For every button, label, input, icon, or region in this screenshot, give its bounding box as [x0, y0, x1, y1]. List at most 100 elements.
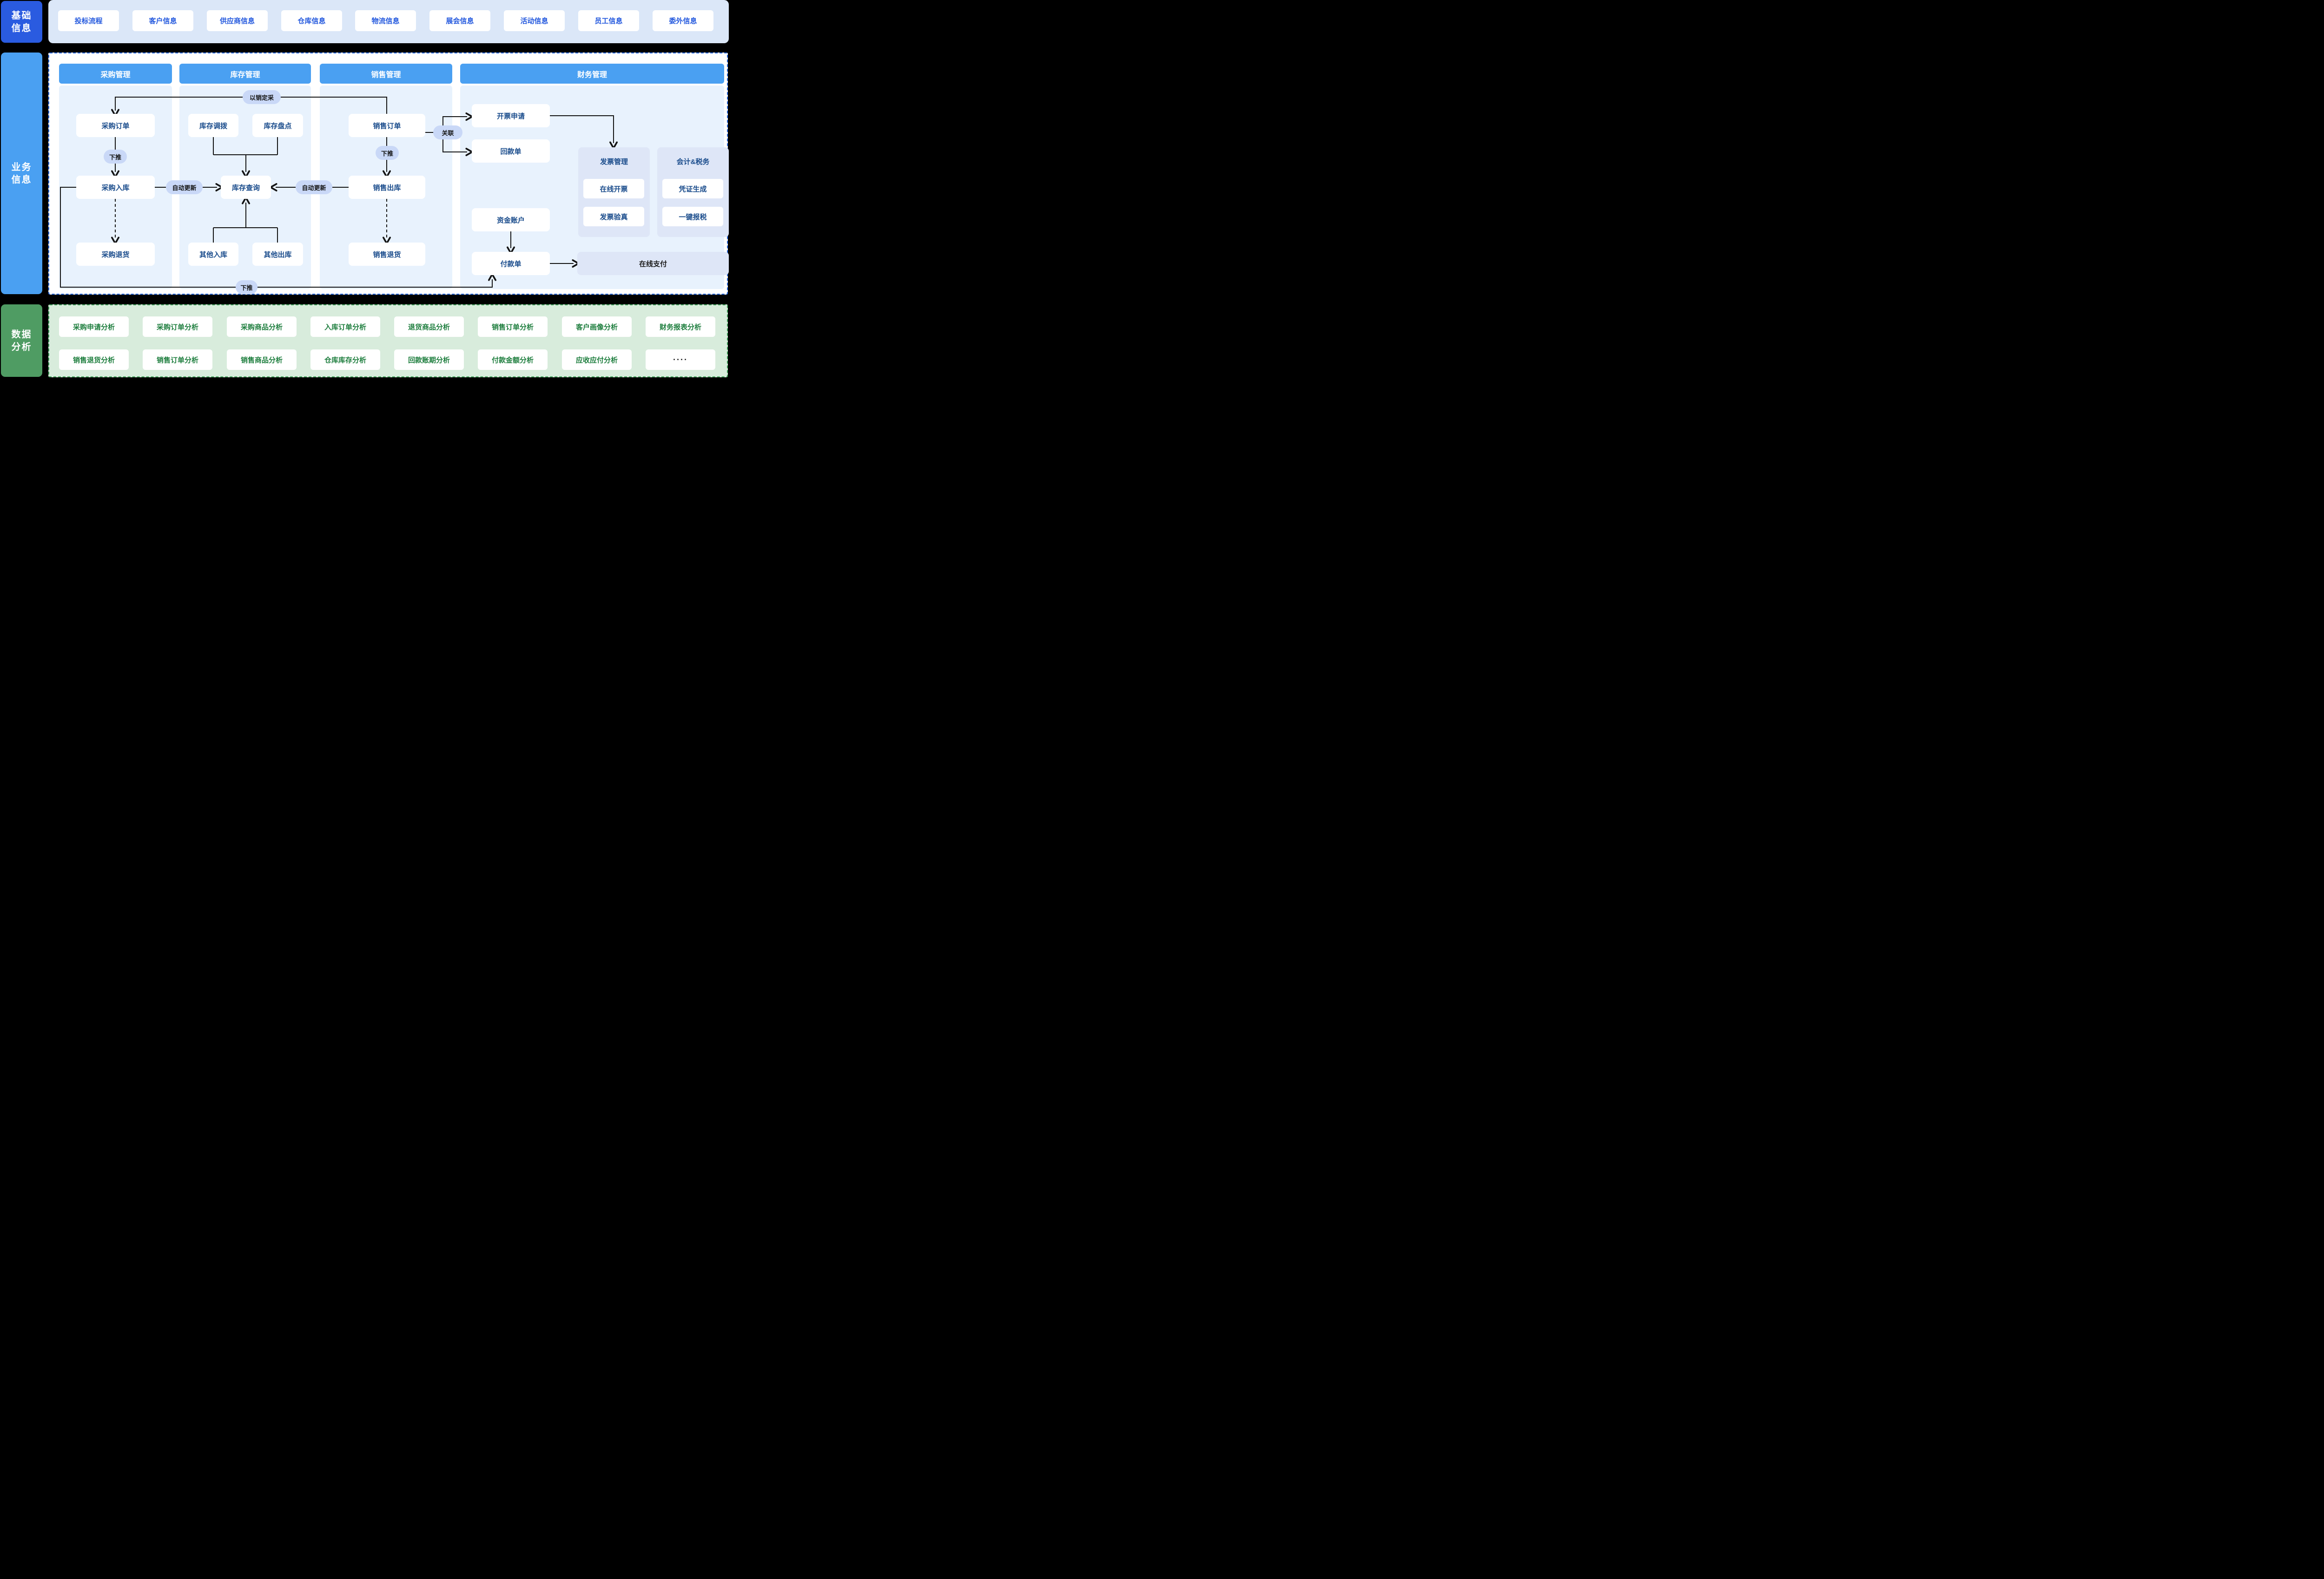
- group-title: 会计&税务: [676, 158, 710, 166]
- column-title: 库存管理: [230, 71, 260, 79]
- base-item-label: 活动信息: [520, 17, 548, 25]
- column-header-sales: 销售管理: [320, 64, 452, 84]
- node-other-outbound[interactable]: 其他出库: [252, 243, 303, 266]
- analysis-sales-order-1[interactable]: 销售订单分析: [478, 316, 548, 337]
- analysis-customer-profile[interactable]: 客户画像分析: [562, 316, 632, 337]
- base-item-label: 员工信息: [594, 17, 623, 25]
- pill-auto-update-left: 自动更新: [166, 180, 203, 194]
- node-label: 采购入库: [101, 184, 130, 192]
- analysis-label: 采购订单分析: [156, 323, 198, 331]
- node-label: 采购订单: [101, 122, 130, 130]
- analysis-label: 应收应付分析: [575, 356, 618, 364]
- analysis-sales-return[interactable]: 销售退货分析: [59, 349, 129, 370]
- pill-push-down-purchase: 下推: [104, 150, 127, 164]
- pill-auto-update-right: 自动更新: [296, 180, 332, 194]
- base-item-label: 委外信息: [669, 17, 697, 25]
- base-item-label: 客户信息: [149, 17, 177, 25]
- data-analysis-sidebar: 数据 分析: [1, 304, 42, 377]
- analysis-label: 回款账期分析: [408, 356, 450, 364]
- group-accounting-tax: 会计&税务 凭证生成 一键报税: [657, 147, 729, 237]
- analysis-label: ····: [673, 355, 688, 364]
- node-payment-doc[interactable]: 付款单: [472, 252, 550, 275]
- analysis-label: 仓库库存分析: [324, 356, 366, 364]
- analysis-purchase-goods[interactable]: 采购商品分析: [227, 316, 297, 337]
- data-analysis-panel: 采购申请分析 采购订单分析 采购商品分析 入库订单分析 退货商品分析 销售订单分…: [48, 304, 728, 377]
- node-sales-order[interactable]: 销售订单: [349, 114, 425, 137]
- analysis-label: 财务报表分析: [659, 323, 701, 331]
- analysis-sales-order-2[interactable]: 销售订单分析: [143, 349, 212, 370]
- analysis-finance-report[interactable]: 财务报表分析: [646, 316, 715, 337]
- data-analysis-label-line2: 分析: [11, 342, 32, 352]
- group-invoice-management: 发票管理 在线开票 发票验真: [578, 147, 650, 237]
- node-invoice-request[interactable]: 开票申请: [472, 104, 550, 127]
- column-title: 财务管理: [577, 71, 607, 79]
- base-info-row: 投标流程 客户信息 供应商信息 仓库信息 物流信息 展会信息 活动信息 员工信息…: [48, 0, 729, 43]
- base-item-activity[interactable]: 活动信息: [504, 10, 565, 31]
- node-label: 开票申请: [496, 112, 525, 120]
- column-title: 采购管理: [100, 71, 131, 79]
- node-voucher-generation[interactable]: 凭证生成: [662, 179, 723, 198]
- node-sales-return[interactable]: 销售退货: [349, 243, 425, 266]
- base-item-label: 物流信息: [371, 17, 400, 25]
- node-label: 库存调拨: [199, 122, 227, 130]
- analysis-ar-ap[interactable]: 应收应付分析: [562, 349, 632, 370]
- base-item-label: 仓库信息: [297, 17, 326, 25]
- node-label: 资金账户: [496, 216, 525, 224]
- analysis-label: 采购商品分析: [240, 323, 283, 331]
- analysis-label: 销售订单分析: [156, 356, 198, 364]
- base-item-supplier[interactable]: 供应商信息: [207, 10, 268, 31]
- node-label: 发票验真: [600, 213, 628, 221]
- analysis-return-goods[interactable]: 退货商品分析: [394, 316, 464, 337]
- node-purchase-inbound[interactable]: 采购入库: [76, 176, 155, 199]
- node-purchase-order[interactable]: 采购订单: [76, 114, 155, 137]
- business-flow-canvas: 采购管理 库存管理 销售管理 财务管理: [48, 53, 729, 295]
- base-item-label: 展会信息: [446, 17, 474, 25]
- pill-push-down-bottom: 下推: [236, 280, 257, 294]
- column-header-purchase: 采购管理: [59, 64, 172, 84]
- node-label: 采购退货: [101, 250, 130, 259]
- analysis-label: 客户画像分析: [575, 323, 618, 331]
- column-title: 销售管理: [371, 71, 401, 79]
- node-inventory-transfer[interactable]: 库存调拨: [188, 114, 238, 137]
- analysis-receipt-aging[interactable]: 回款账期分析: [394, 349, 464, 370]
- analysis-label: 销售退货分析: [73, 356, 115, 364]
- base-item-logistics[interactable]: 物流信息: [355, 10, 416, 31]
- node-other-inbound[interactable]: 其他入库: [188, 243, 238, 266]
- base-item-exhibition[interactable]: 展会信息: [429, 10, 490, 31]
- node-inventory-query[interactable]: 库存查询: [221, 176, 271, 199]
- node-sales-outbound[interactable]: 销售出库: [349, 176, 425, 199]
- node-inventory-count[interactable]: 库存盘点: [252, 114, 303, 137]
- node-label: 销售退货: [373, 250, 401, 259]
- business-info-sidebar: 业务 信息: [1, 53, 42, 294]
- base-item-employee[interactable]: 员工信息: [578, 10, 639, 31]
- analysis-label: 销售订单分析: [491, 323, 534, 331]
- node-fund-account[interactable]: 资金账户: [472, 208, 550, 231]
- node-label: 销售订单: [373, 122, 401, 130]
- node-receipt-doc[interactable]: 回款单: [472, 139, 550, 163]
- analysis-inbound-order[interactable]: 入库订单分析: [310, 316, 380, 337]
- pill-label: 自动更新: [172, 184, 197, 191]
- base-info-sidebar: 基础 信息: [1, 1, 42, 43]
- node-purchase-return[interactable]: 采购退货: [76, 243, 155, 266]
- base-item-warehouse[interactable]: 仓库信息: [281, 10, 342, 31]
- node-online-invoicing[interactable]: 在线开票: [583, 179, 644, 198]
- analysis-sales-goods[interactable]: 销售商品分析: [227, 349, 297, 370]
- column-header-finance: 财务管理: [460, 64, 724, 84]
- business-info-label-line2: 信息: [11, 174, 32, 185]
- node-invoice-verify[interactable]: 发票验真: [583, 207, 644, 226]
- base-item-customer[interactable]: 客户信息: [132, 10, 193, 31]
- base-item-bidding[interactable]: 投标流程: [58, 10, 119, 31]
- node-label: 付款单: [500, 260, 522, 268]
- base-item-outsource[interactable]: 委外信息: [653, 10, 713, 31]
- analysis-more[interactable]: ····: [646, 349, 715, 370]
- base-info-label-line1: 基础: [11, 10, 32, 21]
- node-online-payment[interactable]: 在线支付: [577, 252, 729, 275]
- analysis-warehouse-stock[interactable]: 仓库库存分析: [310, 349, 380, 370]
- analysis-purchase-request[interactable]: 采购申请分析: [59, 316, 129, 337]
- node-label: 库存盘点: [264, 122, 292, 130]
- node-one-click-tax[interactable]: 一键报税: [662, 207, 723, 226]
- analysis-payment-amount[interactable]: 付款金额分析: [478, 349, 548, 370]
- node-label: 回款单: [500, 147, 522, 156]
- analysis-purchase-order[interactable]: 采购订单分析: [143, 316, 212, 337]
- pill-label: 关联: [442, 129, 454, 137]
